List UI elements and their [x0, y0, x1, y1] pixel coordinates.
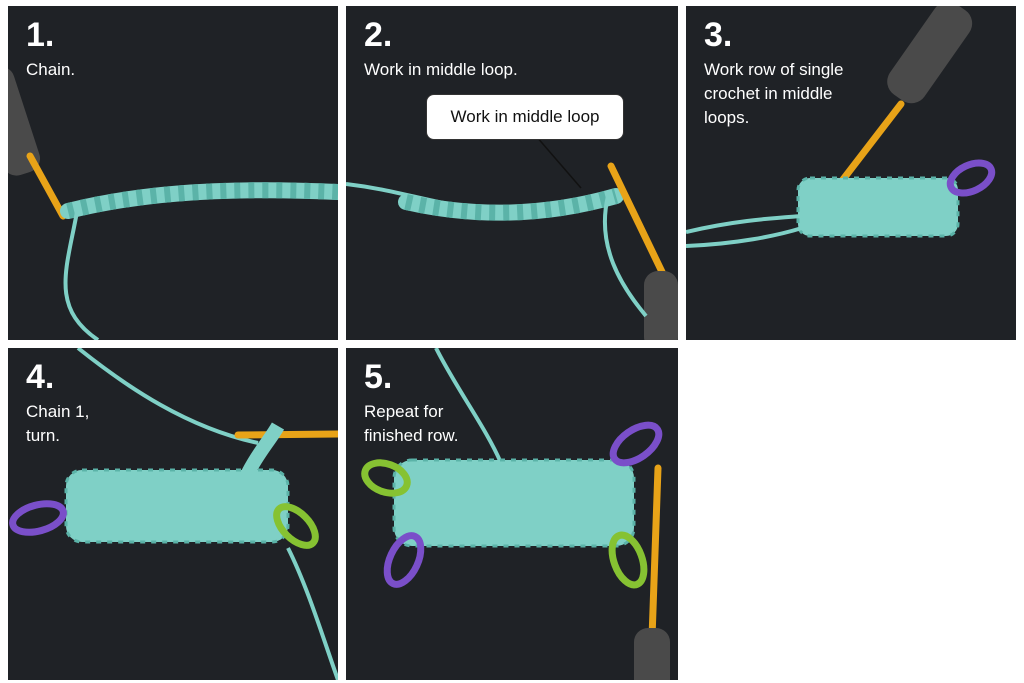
chain-photo	[8, 66, 338, 340]
callout-label: Work in middle loop	[426, 94, 624, 140]
single-crochet-row-photo	[686, 6, 996, 248]
step-number: 5.	[364, 358, 393, 396]
step-number: 4.	[26, 358, 55, 396]
step-caption: Work row of single crochet in middle loo…	[704, 60, 844, 127]
step-panel-4: 4. Chain 1, turn.	[8, 348, 338, 680]
step-panel-1: 1. Chain.	[8, 6, 338, 340]
finished-row-photo	[361, 348, 670, 680]
step-number: 1.	[26, 16, 55, 54]
step-panel-5: 5. Repeat for finished row.	[346, 348, 678, 680]
step-panel-2: 2. Work in middle loop. Work in middle l…	[346, 6, 678, 340]
step-caption: Repeat for finished row.	[364, 402, 459, 445]
step-caption: Chain 1, turn.	[26, 402, 90, 445]
step-panel-3: 3. Work row of single crochet in middle …	[686, 6, 1016, 340]
chain-turn-photo	[9, 348, 338, 680]
step-number: 3.	[704, 16, 733, 54]
step-caption: Work in middle loop.	[364, 60, 518, 79]
step-caption: Chain.	[26, 60, 76, 79]
step-number: 2.	[364, 16, 393, 54]
middle-loop-photo	[346, 135, 678, 340]
